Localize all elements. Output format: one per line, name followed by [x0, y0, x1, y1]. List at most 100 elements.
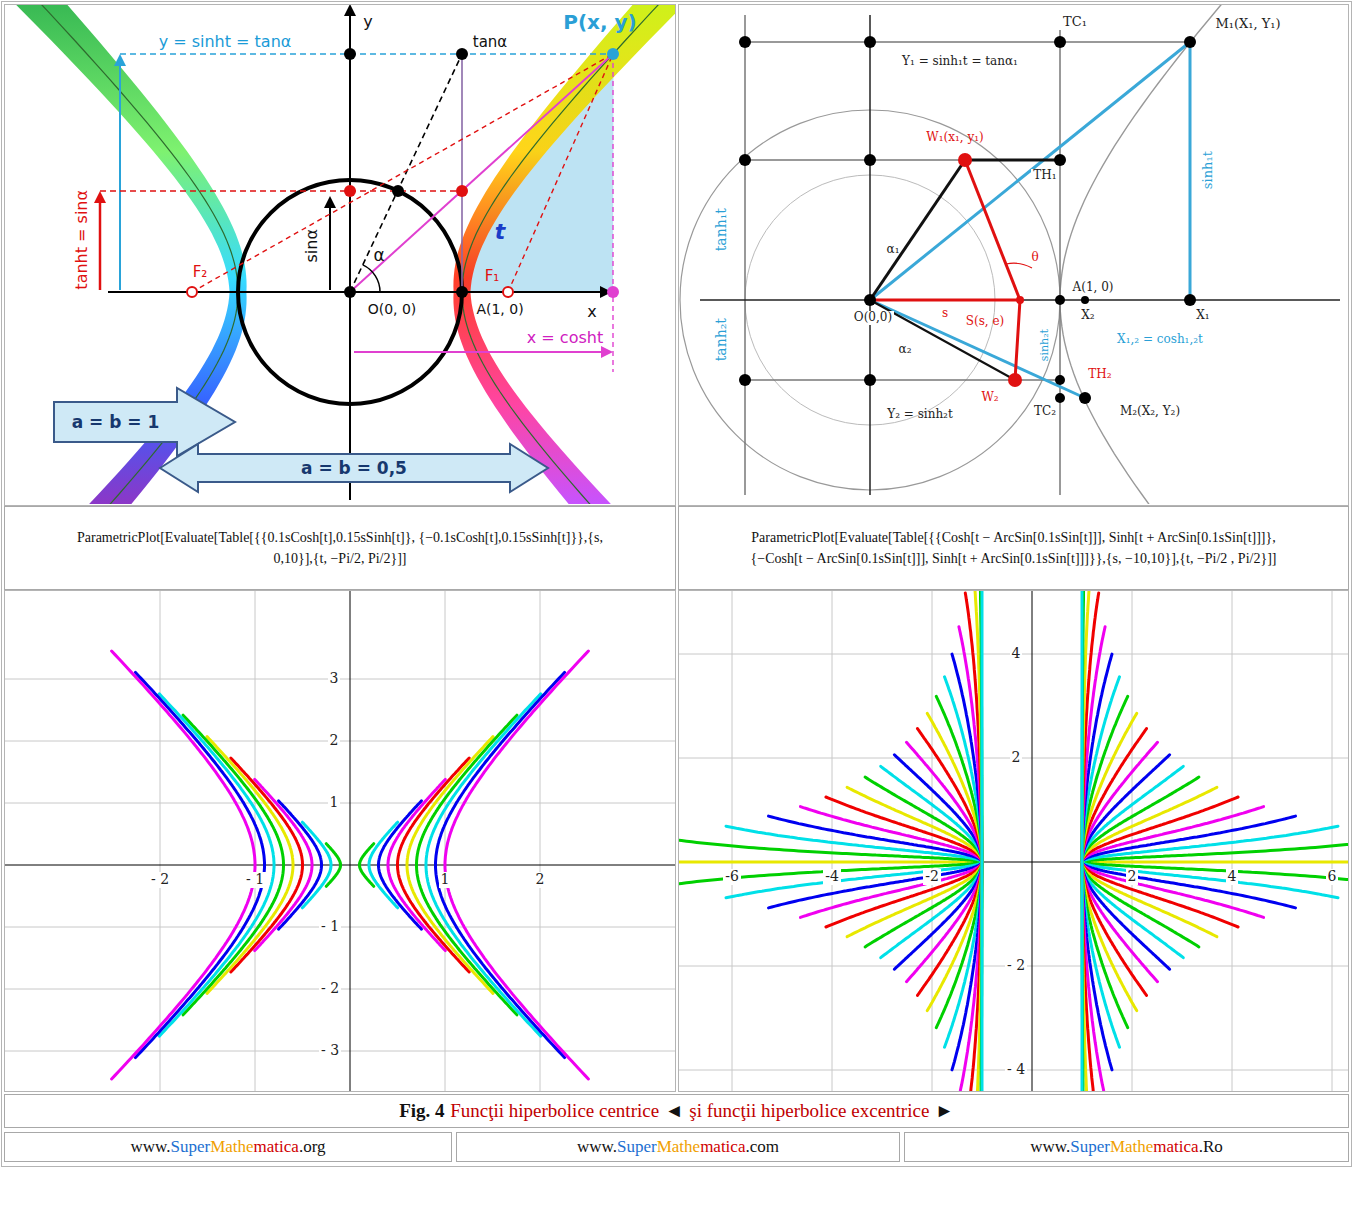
plot-grid	[255, 591, 256, 1091]
math-label: A(1, 0)	[476, 302, 523, 317]
url-text: Super	[617, 1137, 657, 1157]
url-text: Super	[170, 1137, 210, 1157]
url-text: Super	[1070, 1137, 1110, 1157]
centric-family	[112, 651, 589, 1079]
tick-label: -4	[823, 869, 841, 884]
centric-curve	[426, 694, 541, 1036]
centric-curve	[183, 715, 283, 1015]
tick-label: 4	[1010, 646, 1023, 661]
eccentric-curves	[680, 5, 1317, 504]
tick-label: - 4	[1005, 1062, 1027, 1077]
math-label: α	[373, 246, 384, 265]
math-label: TC₂	[1034, 405, 1056, 418]
centric-construction	[344, 286, 356, 298]
centric-construction	[238, 180, 462, 404]
eccentric-curve	[1081, 591, 1084, 1091]
math-label: x	[587, 303, 596, 321]
centric-construction	[392, 185, 404, 197]
eccentric-curve	[679, 838, 982, 887]
arrow-shape-fill	[54, 388, 235, 456]
eccentric-construction	[864, 294, 876, 306]
math-label: A(1, 0)	[1073, 281, 1114, 294]
plot-grid	[160, 591, 161, 1091]
math-label: X₂	[1081, 309, 1094, 322]
eccentric-construction	[739, 374, 751, 386]
centric-construction	[329, 206, 331, 290]
plot-grid	[540, 591, 541, 1091]
double-arrow-shape-fill	[160, 444, 548, 492]
tick-label: 2	[534, 872, 547, 887]
centric-construction	[350, 54, 462, 292]
math-label: M₂(X₂, Y₂)	[1120, 405, 1180, 418]
centric-construction	[94, 191, 106, 203]
eccentric-construction	[1006, 263, 1032, 268]
url-text: matica	[700, 1137, 745, 1157]
table-frame	[5, 591, 676, 1092]
tick-label: - 1	[319, 919, 341, 934]
caption-text: Fig. 4	[399, 1100, 444, 1122]
tick-label: - 1	[244, 872, 266, 887]
eccentric-curve	[1082, 861, 1348, 864]
eccentric-curve	[1082, 826, 1338, 898]
eccentric-curve	[1082, 816, 1296, 908]
caption-text: şi funcţii hiperbolice excentrice	[689, 1100, 929, 1122]
shape-label: a = b = 1	[72, 412, 160, 432]
plot-grid	[1332, 591, 1333, 1091]
centric-construction	[456, 286, 468, 298]
eccentric-construction	[1016, 296, 1024, 304]
centric-construction	[114, 54, 126, 66]
math-label: F₂	[193, 264, 208, 281]
eccentric-construction	[739, 154, 751, 166]
url-text: www.	[577, 1137, 617, 1157]
url-text: .com	[745, 1137, 779, 1157]
eccentric-construction	[958, 153, 972, 167]
eccentric-construction	[1059, 30, 1061, 495]
eccentric-construction	[1184, 294, 1196, 306]
math-label: O(0,0)	[852, 311, 894, 324]
math-label: y	[363, 13, 372, 31]
centric-construction	[344, 5, 356, 16]
url-text: Mathe	[657, 1137, 700, 1157]
math-label: S(s, e)	[966, 315, 1004, 328]
centric-construction	[120, 53, 613, 55]
plot-grid	[679, 591, 1348, 1091]
centric-construction	[612, 54, 613, 372]
eccentric-curve	[769, 816, 983, 908]
tick-label: -2	[923, 869, 941, 884]
eccentric-construction	[745, 41, 1190, 43]
eccentric-construction	[1184, 36, 1196, 48]
tick-label: 2	[1126, 869, 1139, 884]
code-text: ParametricPlot[Evaluate[Table[{{0.1sCosh…	[60, 527, 620, 569]
math-label: t	[495, 220, 506, 244]
hyperbola-band	[453, 5, 675, 504]
centric-construction	[607, 286, 619, 298]
eccentric-curve	[1082, 729, 1147, 996]
math-label: sinα	[303, 229, 321, 262]
math-label: α₂	[899, 343, 912, 356]
centric-construction	[354, 351, 603, 353]
caption-cell: Fig. 4Funcţii hiperbolice centrice◄şi fu…	[4, 1094, 1349, 1128]
math-label: α₁	[887, 243, 900, 256]
centric-construction	[187, 287, 197, 297]
eccentric-construction	[1055, 375, 1065, 385]
math-label: tanα	[473, 34, 507, 51]
math-label: TC₁	[1063, 15, 1087, 29]
tick-label: 3	[328, 671, 341, 686]
eccentric-construction	[965, 159, 1060, 162]
math-label: θ	[1031, 251, 1038, 264]
eccentric-curve	[1082, 742, 1158, 981]
centric-construction	[99, 201, 102, 290]
centric-construction	[350, 54, 613, 292]
plot-grid	[445, 591, 446, 1091]
centric-curve	[436, 672, 565, 1057]
eccentric-construction	[744, 15, 746, 495]
eccentric-construction	[1055, 393, 1065, 403]
hyperbola-curve	[5, 5, 238, 504]
centric-curve	[326, 844, 340, 887]
eccentric-curve	[907, 742, 983, 981]
url-cell: www.SuperMathematica.org	[4, 1132, 452, 1162]
math-label: Y₁ = sinh₁t = tanα₁	[900, 55, 1020, 68]
centric-curve	[445, 651, 588, 1079]
plot-grid	[732, 591, 733, 1091]
